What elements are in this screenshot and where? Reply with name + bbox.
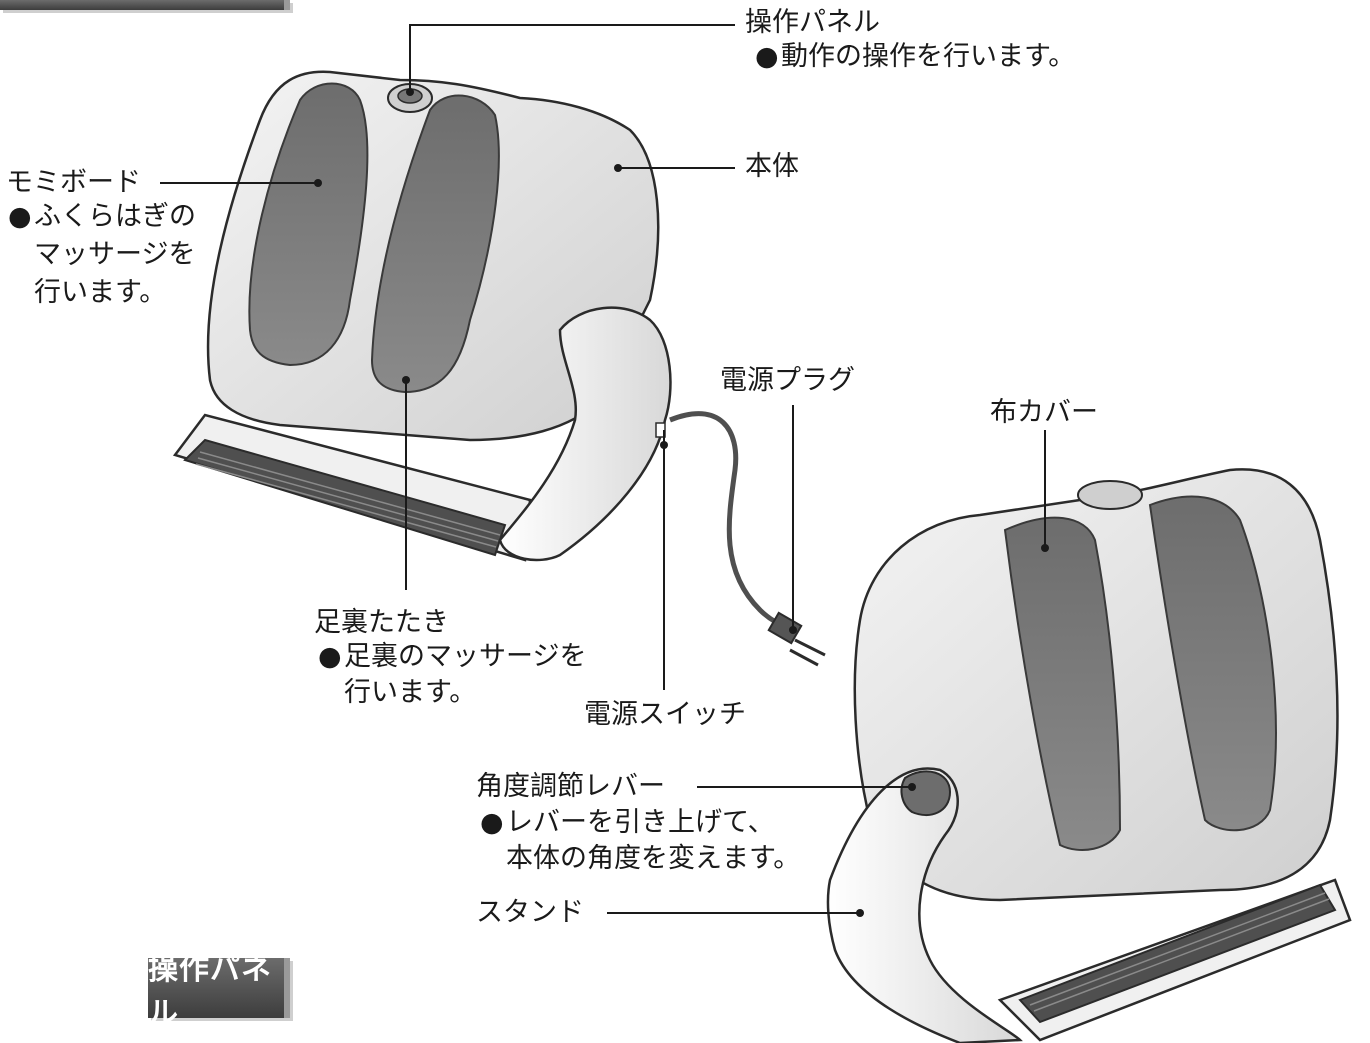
label-angle-lever: 角度調節レバー (476, 771, 665, 802)
desc-angle-lever-2: 本体の角度を変えます。 (506, 843, 801, 874)
label-stand: スタンド (476, 897, 584, 928)
label-power-plug: 電源プラグ (720, 365, 855, 396)
label-body: 本体 (745, 151, 799, 182)
label-operation-panel: 操作パネル (745, 7, 880, 38)
power-plug-illustration (767, 611, 826, 667)
leader-dots (314, 88, 1049, 917)
massager-right (826, 468, 1352, 1043)
label-sole-tapping: 足裏たたき (314, 607, 449, 638)
top-section-tab (0, 0, 290, 10)
label-power-switch: 電源スイッチ (584, 699, 746, 730)
desc-sole-tapping-1: ●足裏のマッサージを (318, 641, 587, 672)
label-cloth-cover: 布カバー (990, 397, 1098, 428)
desc-momi-board-3: 行います。 (34, 277, 167, 308)
massager-left (172, 70, 672, 562)
section-tab-operation-panel: 操作パネル (148, 952, 290, 1031)
desc-momi-board-2: マッサージを (34, 239, 196, 270)
desc-momi-board-1: ●ふくらはぎの (8, 201, 196, 232)
desc-angle-lever-1: ●レバーを引き上げて、 (480, 807, 775, 838)
label-momi-board: モミボード (6, 167, 141, 198)
desc-sole-tapping-2: 行います。 (344, 677, 477, 708)
leader-lines (160, 24, 1046, 914)
desc-operation-panel: ●動作の操作を行います。 (755, 41, 1076, 72)
